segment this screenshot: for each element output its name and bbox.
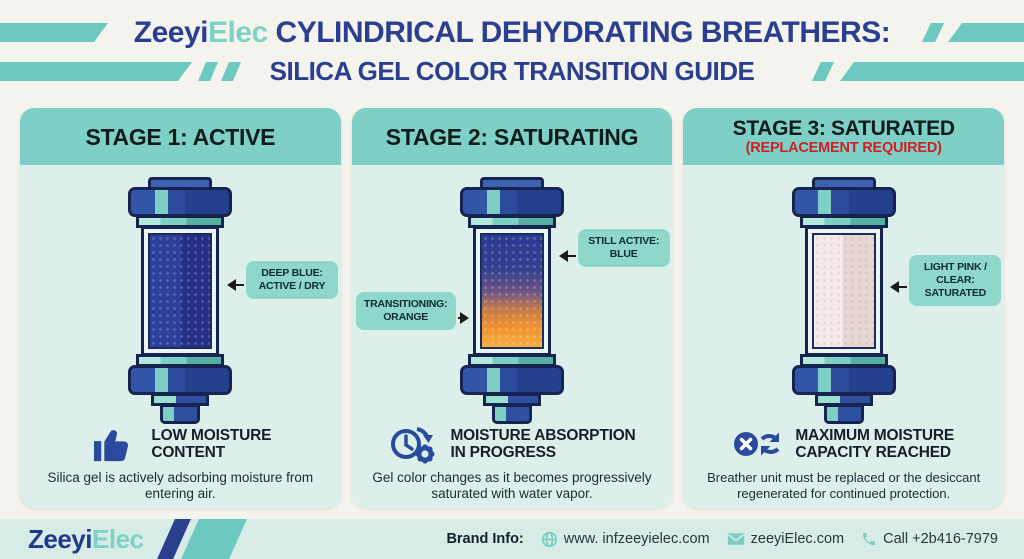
breather-nipple: [492, 404, 532, 424]
stage-3-info-heading: MAXIMUM MOISTURE CAPACITY REACHED: [795, 427, 955, 461]
stage-1-title: STAGE 1: ACTIVE: [85, 123, 276, 150]
stage-1-description: Silica gel is actively adsorbing moistur…: [47, 470, 314, 501]
stage-3-info: MAXIMUM MOISTURE CAPACITY REACHED Breath…: [689, 423, 998, 502]
breather-cap: [791, 187, 896, 217]
brand-name-primary: Zeeyi: [133, 16, 209, 49]
stage-1-info: LOW MOISTURE CONTENT Silica gel is activ…: [26, 423, 335, 502]
header-decor-bar: [948, 23, 1024, 42]
breather-cap: [460, 365, 564, 395]
breather-cap-top: [148, 177, 213, 187]
x-circle-refresh-icon: [733, 423, 785, 465]
footer-logo: ZeeyiElec: [28, 519, 247, 559]
header-decor-bar: [840, 62, 1024, 81]
stage-2-description: Gel color changes as it becomes progress…: [372, 470, 652, 501]
callout-arrow: [890, 281, 908, 293]
breather-nipple: [823, 404, 864, 424]
header-decor-bar: [0, 23, 108, 42]
stage-1-panel: STAGE 1: ACTIVE DEEP BLUE: ACTIVE / DRY: [20, 108, 341, 508]
breather-glass: [804, 226, 883, 356]
phone-icon: [861, 531, 877, 547]
footer-decor-slash-teal: [180, 519, 247, 559]
stage-3-description: Breather unit must be replaced or the de…: [707, 470, 981, 501]
stage-1-info-heading: LOW MOISTURE CONTENT: [151, 427, 272, 461]
callout-arrow: [558, 250, 576, 262]
stage-2-header-band: STAGE 2: SATURATING: [351, 108, 673, 165]
footer-contact: Brand Info: www. infzeeyielec.com zeeyiE…: [446, 531, 998, 548]
header-decor-bar: [0, 62, 192, 81]
footer-brand-text: ZeeyiElec: [28, 523, 144, 554]
callout-arrow: [457, 312, 469, 324]
page-title-line2: SILICA GEL COLOR TRANSITION GUIDE: [269, 56, 755, 86]
stage-3-panel: STAGE 3: SATURATED (REPLACEMENT REQUIRED…: [683, 108, 1005, 508]
footer: ZeeyiElec Brand Info: www. infzeeyielec.…: [0, 519, 1024, 559]
breather-cap-top: [480, 177, 544, 187]
footer-website: www. infzeeyielec.com: [541, 531, 710, 548]
stage-3-body: LIGHT PINK / CLEAR: SATURATED: [683, 165, 1004, 508]
stage-2-body: STILL ACTIVE: BLUE TRANSITIONING: ORANGE: [352, 165, 673, 508]
breather-cap: [460, 187, 564, 217]
stage-panels: STAGE 1: ACTIVE DEEP BLUE: ACTIVE / DRY: [20, 108, 1005, 508]
stage-3-header-band: STAGE 3: SATURATED (REPLACEMENT REQUIRED…: [683, 108, 1005, 165]
clock-refresh-gear-icon: [388, 423, 440, 465]
brand-info-label: Brand Info:: [446, 531, 524, 547]
breather-illustration-stage-1: [20, 177, 341, 424]
page-title-line1: ZeeyiElec CYLINDRICAL DEHYDRATING BREATH…: [0, 14, 1024, 52]
stage-1-header-band: STAGE 1: ACTIVE: [20, 108, 341, 165]
breather-glass: [141, 226, 220, 356]
stage-2-info: MOISTURE ABSORPTION IN PROGRESS Gel colo…: [358, 423, 667, 502]
brand-name-secondary: Elec: [207, 16, 268, 49]
stage-1-body: DEEP BLUE: ACTIVE / DRY LOW MOISTURE CON…: [20, 165, 341, 508]
envelope-icon: [727, 532, 745, 546]
breather-cap: [791, 365, 896, 395]
stage-2-info-heading: MOISTURE ABSORPTION IN PROGRESS: [450, 427, 636, 461]
breather-illustration-stage-3: [683, 177, 1004, 424]
breather-illustration-stage-2: [352, 177, 673, 424]
breather-glass: [473, 226, 551, 356]
callout-transitioning: TRANSITIONING: ORANGE: [355, 292, 456, 330]
breather-cap: [128, 187, 233, 217]
title-text: CYLINDRICAL DEHYDRATING BREATHERS:: [275, 16, 891, 49]
stage-3-title: STAGE 3: SATURATED: [732, 116, 955, 140]
silica-gel-blue: [148, 233, 213, 349]
callout-still-active: STILL ACTIVE: BLUE: [577, 229, 670, 267]
footer-phone: Call +2b416-7979: [861, 531, 998, 547]
breather-nipple: [160, 404, 201, 424]
silica-gel-saturated: [811, 233, 876, 349]
footer-email: zeeyiElec.com: [727, 531, 844, 547]
stage-3-subtitle: (REPLACEMENT REQUIRED): [745, 139, 942, 156]
silica-gel-transitioning: [480, 233, 544, 349]
breather-cap-top: [811, 177, 876, 187]
header: ZeeyiElec CYLINDRICAL DEHYDRATING BREATH…: [0, 0, 1024, 108]
globe-icon: [541, 531, 558, 548]
callout-deep-blue: DEEP BLUE: ACTIVE / DRY: [246, 261, 338, 299]
stage-2-panel: STAGE 2: SATURATING STILL ACTIVE: BLUE T…: [351, 108, 673, 508]
thumbs-up-icon: [89, 423, 141, 465]
breather-cap: [128, 365, 233, 395]
stage-2-title: STAGE 2: SATURATING: [385, 123, 639, 150]
callout-saturated: LIGHT PINK / CLEAR: SATURATED: [909, 255, 1002, 306]
callout-arrow: [227, 279, 244, 291]
